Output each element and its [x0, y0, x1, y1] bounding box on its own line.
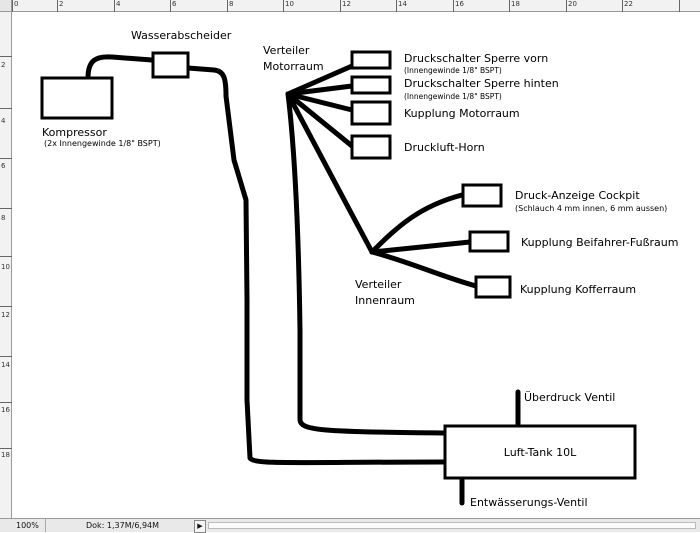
status-bar: 100% Dok: 1,37M/6,94M ▶ [0, 518, 700, 533]
ueberdruck-ventil-label: Überdruck Ventil [524, 391, 615, 404]
ruler-label: 12 [1, 311, 10, 319]
kompressor-label: Kompressor [42, 126, 107, 139]
pipe-kupplung-motorraum [285, 91, 355, 113]
verteiler-innenraum-label-2: Innenraum [355, 294, 415, 307]
kompressor-note: (2x Innengewinde 1/8" BSPT) [44, 139, 161, 148]
ruler-label: 8 [1, 214, 6, 222]
druck-anzeige-label: Druck-Anzeige Cockpit [515, 189, 640, 202]
ruler-corner [0, 0, 12, 12]
kompressor-box [40, 76, 114, 120]
pipe-druck-anzeige [369, 192, 465, 255]
pipe-druckluft-horn [285, 91, 355, 149]
druck-anzeige-box [461, 183, 503, 208]
druckluft-horn-box [350, 134, 392, 160]
ruler-label: 18 [511, 0, 520, 8]
kupplung-motorraum-box [350, 100, 392, 126]
ruler-label: 14 [1, 361, 10, 369]
ruler-label: 16 [455, 0, 464, 8]
ruler-label: 6 [1, 162, 6, 170]
ruler-left: 2 4 6 8 10 12 14 16 18 [0, 12, 12, 518]
druckschalter-hinten-label: Druckschalter Sperre hinten [404, 77, 559, 90]
pipe-motorraum-tank [285, 91, 447, 436]
wasserabscheider-box [151, 51, 190, 79]
kupplung-beifahrer-box [468, 230, 510, 253]
entwaesserung-label: Entwässerungs-Ventil [470, 496, 588, 509]
ruler-label: 0 [14, 0, 19, 8]
druckschalter-vorn-label: Druckschalter Sperre vorn [404, 52, 548, 65]
verteiler-motorraum-label-1: Verteiler [263, 44, 310, 57]
pipe-druckschalter-hinten [285, 83, 355, 97]
verteiler-innenraum-label-1: Verteiler [355, 278, 402, 291]
druck-anzeige-note: (Schlauch 4 mm innen, 6 mm aussen) [515, 204, 667, 213]
ruler-label: 22 [624, 0, 633, 8]
ruler-label: 12 [342, 0, 351, 8]
ruler-label: 18 [1, 451, 10, 459]
kupplung-kofferraum-box [474, 275, 512, 299]
diagram-labels: Kompressor (2x Innengewinde 1/8" BSPT) W… [42, 29, 678, 509]
zoom-field[interactable]: 100% [2, 519, 46, 532]
pipe-wasserabscheider-tank [185, 65, 447, 466]
kupplung-kofferraum-label: Kupplung Kofferraum [520, 283, 636, 296]
druckschalter-vorn-box [350, 50, 392, 70]
ruler-label: 4 [116, 0, 121, 8]
pipe-kupplung-kofferraum [369, 249, 479, 289]
ruler-label: 2 [59, 0, 64, 8]
ruler-top: 0 2 4 6 8 10 12 14 16 18 20 22 [0, 0, 700, 12]
kupplung-motorraum-label: Kupplung Motorraum [404, 107, 520, 120]
druckluft-horn-label: Druckluft-Horn [404, 141, 485, 154]
ruler-label: 2 [1, 61, 6, 69]
ruler-label: 8 [229, 0, 234, 8]
druckschalter-hinten-box [350, 75, 392, 95]
pipe-verteiler-innenraum [285, 91, 375, 255]
document-size-info: Dok: 1,37M/6,94M [86, 521, 160, 530]
pipe-lines [85, 54, 521, 506]
luft-tank-label: Luft-Tank 10L [504, 446, 577, 459]
ruler-label: 20 [568, 0, 577, 8]
ruler-label: 6 [172, 0, 177, 8]
diagram-canvas: Kompressor (2x Innengewinde 1/8" BSPT) W… [40, 29, 678, 509]
druckschalter-hinten-note: (Innengewinde 1/8" BSPT) [404, 92, 502, 101]
ruler-label: 10 [285, 0, 294, 8]
ruler-label: 16 [1, 406, 10, 414]
luft-tank-box [443, 424, 637, 480]
ruler-label: 4 [1, 117, 6, 125]
druckschalter-vorn-note: (Innengewinde 1/8" BSPT) [404, 66, 502, 75]
pipe-kupplung-beifahrer [369, 239, 473, 255]
ruler-label: 14 [398, 0, 407, 8]
pipe-druckschalter-vorn [285, 63, 355, 97]
ruler-label: 10 [1, 263, 10, 271]
horizontal-scrollbar[interactable] [208, 522, 696, 529]
verteiler-motorraum-label-2: Motorraum [263, 60, 324, 73]
play-arrow-icon[interactable]: ▶ [194, 520, 206, 533]
component-boxes [40, 50, 637, 480]
wasserabscheider-label: Wasserabscheider [131, 29, 232, 42]
kupplung-beifahrer-label: Kupplung Beifahrer-Fußraum [521, 236, 678, 249]
pipe-kompressor-wasserabscheider [85, 54, 155, 81]
